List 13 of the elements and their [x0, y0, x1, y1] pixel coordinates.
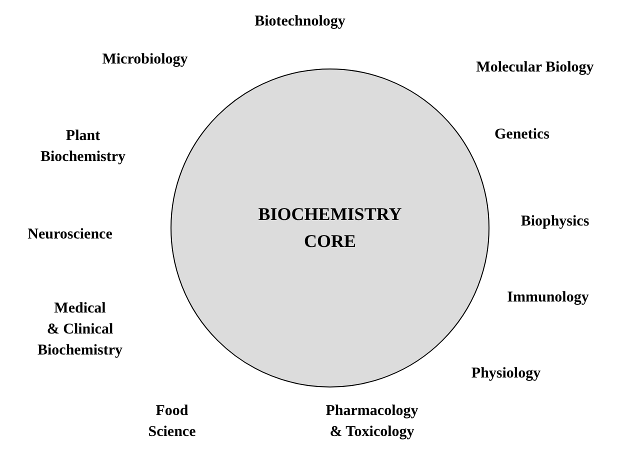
field-label: Molecular Biology — [476, 58, 594, 78]
field-label: Pharmacology & Toxicology — [326, 402, 418, 442]
field-label: Medical & Clinical Biochemistry — [38, 300, 122, 360]
field-label: Neuroscience — [28, 226, 112, 244]
field-label: Biophysics — [520, 212, 590, 232]
field-label: Food Science — [148, 402, 196, 442]
field-label: Physiology — [471, 364, 541, 384]
field-label: Genetics — [494, 126, 550, 144]
core-title: BIOCHEMISTRY CORE — [257, 203, 403, 253]
field-label: Plant Biochemistry — [40, 127, 126, 167]
field-label: Microbiology — [102, 50, 188, 70]
field-label: Immunology — [507, 288, 589, 308]
field-label: Biotechnology — [254, 12, 346, 32]
